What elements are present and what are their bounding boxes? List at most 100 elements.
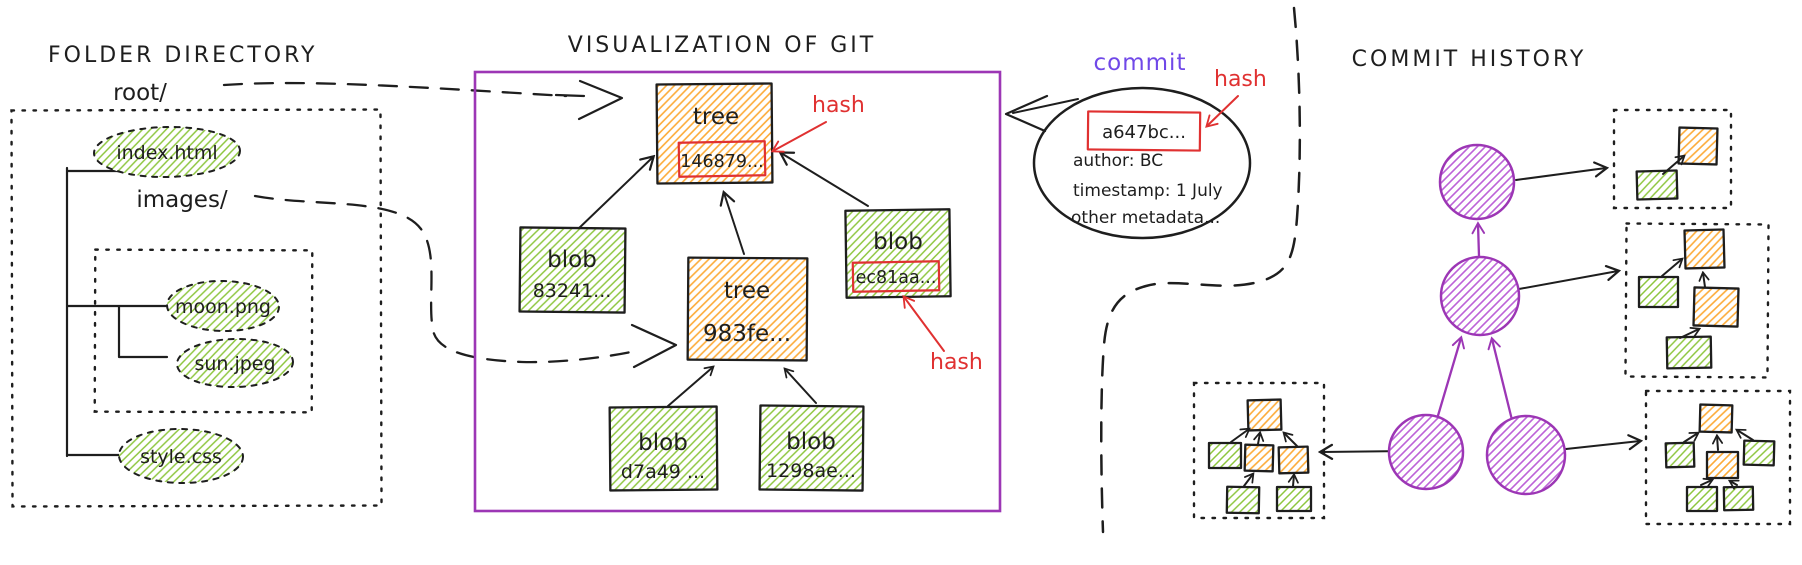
mini-tree-square	[1677, 126, 1719, 166]
hash-arrow-tree-root	[770, 121, 827, 153]
hash-highlight-box	[677, 140, 767, 178]
file-ellipse	[118, 427, 244, 485]
mini-arrow	[1293, 475, 1294, 487]
mini-arrow	[1258, 433, 1260, 445]
commit-timestamp: timestamp: 1 July	[1073, 181, 1223, 201]
commit-circle-2	[1439, 255, 1521, 337]
arrow-commit-to-frame-line	[1012, 98, 1079, 114]
git-node-blob-bottom-right: blob 1298ae...	[758, 404, 865, 492]
arrow-blob-bl-to-tree-mid	[667, 367, 713, 407]
snapshot-frame	[1624, 222, 1770, 379]
file-node-style-css: style.css	[118, 427, 244, 485]
arrow-commit4-to-snapshot4	[1565, 441, 1640, 449]
mini-arrow	[1243, 474, 1253, 487]
tree-node-hash: 146879...	[680, 152, 764, 172]
snapshot-box-4	[1644, 389, 1792, 526]
snapshot-frame	[1192, 381, 1326, 520]
mini-tree-square	[1698, 403, 1734, 434]
tree-node-label: tree	[724, 278, 770, 304]
file-node-index-html: index.html	[93, 125, 241, 179]
section-divider-dashed	[1100, 6, 1302, 534]
folder-tree-connectors	[65, 166, 169, 458]
folder-directory-title: FOLDER DIRECTORY	[48, 43, 317, 68]
file-label: sun.jpeg	[194, 353, 275, 375]
arrowhead-images-to-tree	[630, 323, 678, 369]
blob-node-label: blob	[786, 429, 836, 455]
commit-metadata: other metadata...	[1071, 208, 1220, 228]
git-node-blob-right: blob ec81aa...	[844, 208, 952, 299]
git-visualization-title: VISUALIZATION OF GIT	[568, 33, 876, 58]
commit-hash-value: a647bc...	[1102, 122, 1186, 143]
mini-arrow	[1703, 273, 1705, 288]
tree-node-box	[686, 256, 809, 362]
arrow-commit1-to-snapshot1	[1515, 168, 1606, 181]
mini-arrow	[1284, 433, 1298, 447]
commit-author: author: BC	[1073, 151, 1163, 171]
mini-tree-square	[1692, 286, 1740, 328]
file-node-moon-png: moon.png	[166, 279, 280, 333]
file-ellipse	[176, 337, 294, 389]
git-node-blob-left: blob 83241...	[518, 226, 627, 314]
arrowhead-commit-to-frame	[1004, 94, 1049, 133]
file-label: style.css	[140, 446, 222, 468]
mini-arrow	[1717, 436, 1718, 451]
snapshot-frame	[1644, 389, 1792, 526]
git-node-tree-root: tree 146879...	[655, 82, 774, 185]
mini-arrow	[1683, 433, 1698, 443]
mini-arrow	[1679, 329, 1699, 339]
snapshot-frame	[1612, 108, 1733, 210]
arrow-tree-mid-to-tree-root	[724, 193, 745, 255]
file-label: index.html	[116, 142, 217, 164]
mini-blob-square	[1685, 485, 1719, 513]
blob-node-hash: ec81aa...	[856, 268, 937, 288]
root-folder-box	[10, 108, 383, 508]
mini-blob-square	[1275, 485, 1313, 513]
git-node-blob-bottom-left: blob d7a49 ...	[608, 405, 719, 492]
commit-hash-box	[1086, 110, 1202, 152]
hash-arrow-commit	[1205, 95, 1239, 128]
mini-tree-square	[1277, 445, 1310, 475]
hash-annotation-commit: hash	[1214, 67, 1267, 92]
file-node-sun-jpeg: sun.jpeg	[176, 337, 294, 389]
arrow-blob-br-to-tree-mid	[785, 369, 817, 404]
arrowhead-root-to-tree	[554, 79, 624, 121]
mini-blob-square	[1742, 439, 1776, 467]
file-label: moon.png	[175, 296, 271, 318]
arrow-blob-left-to-tree-root	[575, 157, 653, 232]
mini-arrow	[1700, 480, 1712, 485]
blob-node-box	[758, 404, 865, 492]
mini-tree-square	[1683, 228, 1726, 270]
blob-node-box	[608, 405, 719, 492]
file-ellipse	[166, 279, 280, 333]
blob-node-label: blob	[638, 430, 688, 456]
images-folder-label: images/	[136, 187, 228, 213]
hash-highlight-box	[851, 260, 941, 293]
git-objects-frame	[473, 70, 1002, 513]
mini-tree-square	[1705, 450, 1740, 480]
mini-blob-square	[1225, 485, 1261, 515]
mini-blob-square	[1207, 441, 1243, 470]
hash-annotation-tree-root: hash	[812, 93, 865, 118]
commit-circle-4	[1485, 414, 1567, 496]
mini-tree-square	[1246, 398, 1283, 432]
mini-arrow	[1661, 259, 1682, 277]
commit-circle-1	[1438, 143, 1516, 221]
blob-node-label: blob	[873, 229, 923, 255]
blob-node-box	[844, 208, 952, 299]
arrow-commit4-to-commit2	[1487, 336, 1514, 422]
mini-tree-square	[1243, 443, 1275, 473]
mini-blob-square	[1635, 169, 1679, 201]
hash-arrow-blob-right	[902, 294, 945, 352]
commit-circle-3	[1387, 413, 1465, 491]
arrow-commit2-to-commit1	[1471, 221, 1486, 258]
tree-node-hash: 983fe...	[703, 321, 791, 347]
blob-node-label: blob	[547, 247, 597, 273]
mini-arrow	[1730, 481, 1737, 485]
hash-annotation-blob-right: hash	[930, 350, 983, 375]
arrow-commit3-to-commit2	[1435, 335, 1465, 421]
mini-arrow	[1230, 429, 1249, 443]
file-ellipse	[93, 125, 241, 179]
tree-node-label: tree	[693, 104, 739, 130]
